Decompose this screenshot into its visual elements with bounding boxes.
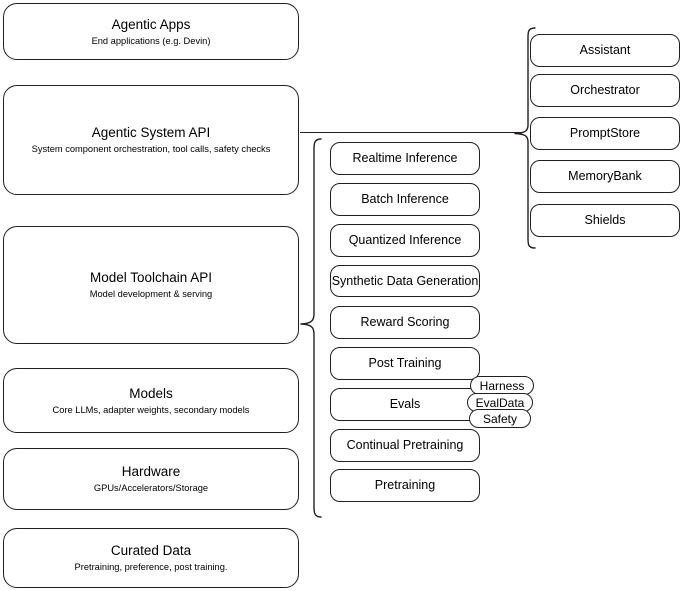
- capability-label: Evals: [389, 397, 421, 411]
- capability-batch-inference[interactable]: Batch Inference: [330, 183, 480, 216]
- capability-continual-pretraining[interactable]: Continual Pretraining: [330, 429, 480, 462]
- capability-label: Batch Inference: [361, 192, 449, 206]
- capability-label: Reward Scoring: [360, 315, 450, 329]
- system-component-label: Shields: [584, 213, 626, 227]
- layer-title: Agentic Apps: [111, 16, 191, 32]
- system-component-label: Orchestrator: [570, 83, 640, 97]
- layer-title: Agentic System API: [91, 125, 211, 140]
- layer-title: Model Toolchain API: [89, 270, 213, 285]
- capability-quantized-inference[interactable]: Quantized Inference: [330, 224, 480, 257]
- capability-label: Pretraining: [374, 478, 436, 492]
- layer-box-hardware[interactable]: Hardware GPUs/Accelerators/Storage: [3, 448, 299, 510]
- layer-box-models[interactable]: Models Core LLMs, adapter weights, secon…: [3, 368, 299, 433]
- layer-subtitle: Core LLMs, adapter weights, secondary mo…: [52, 404, 250, 415]
- layer-title: Models: [129, 385, 173, 401]
- layer-title: Hardware: [121, 464, 181, 479]
- eval-badge-label: Harness: [479, 378, 525, 393]
- system-component-label: MemoryBank: [568, 169, 642, 183]
- connector-agentic-system-api-to-components: [300, 132, 522, 134]
- layer-subtitle: Pretraining, preference, post training.: [74, 562, 228, 572]
- capability-synthetic-data-generation[interactable]: Synthetic Data Generation: [330, 265, 480, 297]
- layer-subtitle: System component orchestration, tool cal…: [31, 144, 271, 154]
- system-component-label: Assistant: [579, 43, 631, 57]
- system-component-memorybank[interactable]: MemoryBank: [530, 160, 680, 193]
- capability-label: Realtime Inference: [352, 151, 458, 165]
- eval-badge-label: Safety: [482, 411, 518, 426]
- eval-badge-evaldata[interactable]: EvalData: [467, 393, 533, 412]
- capability-pretraining[interactable]: Pretraining: [330, 469, 480, 502]
- capability-label: Continual Pretraining: [346, 438, 464, 452]
- brace-agentic-system-components: [514, 27, 536, 249]
- system-component-orchestrator[interactable]: Orchestrator: [530, 74, 680, 107]
- layer-box-agentic-apps[interactable]: Agentic Apps End applications (e.g. Devi…: [3, 3, 299, 60]
- layer-subtitle: Model development & serving: [89, 289, 213, 299]
- layer-box-model-toolchain-api[interactable]: Model Toolchain API Model development & …: [3, 226, 299, 344]
- capability-label: Quantized Inference: [348, 233, 462, 247]
- system-component-shields[interactable]: Shields: [530, 204, 680, 237]
- capability-reward-scoring[interactable]: Reward Scoring: [330, 306, 480, 339]
- layer-title: Curated Data: [110, 543, 192, 558]
- eval-badge-label: EvalData: [475, 395, 525, 410]
- system-component-promptstore[interactable]: PromptStore: [530, 117, 680, 150]
- system-component-assistant[interactable]: Assistant: [530, 34, 680, 67]
- eval-badge-safety[interactable]: Safety: [469, 409, 531, 428]
- capability-label: Synthetic Data Generation: [331, 273, 479, 288]
- brace-model-toolchain: [300, 138, 322, 518]
- capability-realtime-inference[interactable]: Realtime Inference: [330, 142, 480, 175]
- system-component-label: PromptStore: [569, 126, 641, 140]
- capability-label: Post Training: [368, 356, 442, 370]
- layer-subtitle: End applications (e.g. Devin): [91, 35, 211, 46]
- layer-box-agentic-system-api[interactable]: Agentic System API System component orch…: [3, 85, 299, 195]
- capability-evals[interactable]: Evals: [330, 388, 480, 421]
- capability-post-training[interactable]: Post Training: [330, 347, 480, 380]
- layer-box-curated-data[interactable]: Curated Data Pretraining, preference, po…: [3, 528, 299, 588]
- layer-subtitle: GPUs/Accelerators/Storage: [93, 483, 209, 493]
